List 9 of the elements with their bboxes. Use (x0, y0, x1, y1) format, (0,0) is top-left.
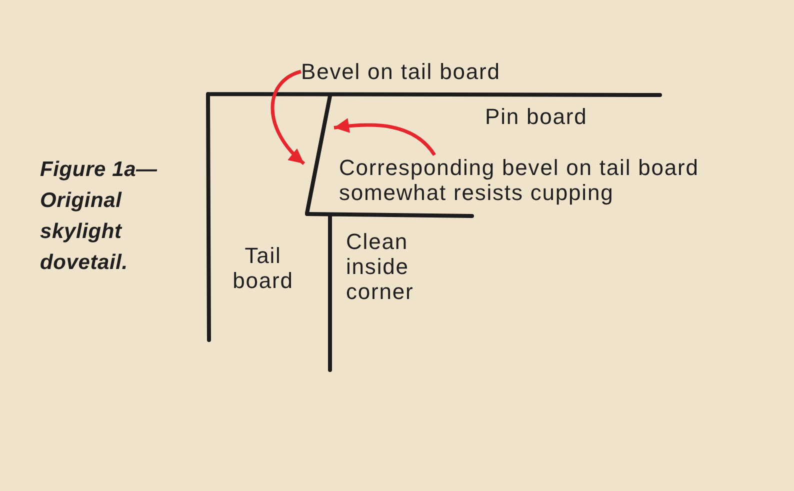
bevel-line (304, 93, 334, 217)
figure-caption: Figure 1a— Original skylight dovetail. (40, 157, 158, 276)
callout-text: Corresponding bevel on tail board somewhat resists cupping (339, 155, 715, 205)
part-label: Pin board (485, 104, 588, 129)
part-label: Tail board (232, 243, 294, 293)
callout-text: Bevel on tail board (301, 59, 500, 84)
leader-arrow (270, 70, 306, 165)
part-label: Clean inside corner (346, 229, 415, 304)
leader-arrow (334, 118, 436, 156)
